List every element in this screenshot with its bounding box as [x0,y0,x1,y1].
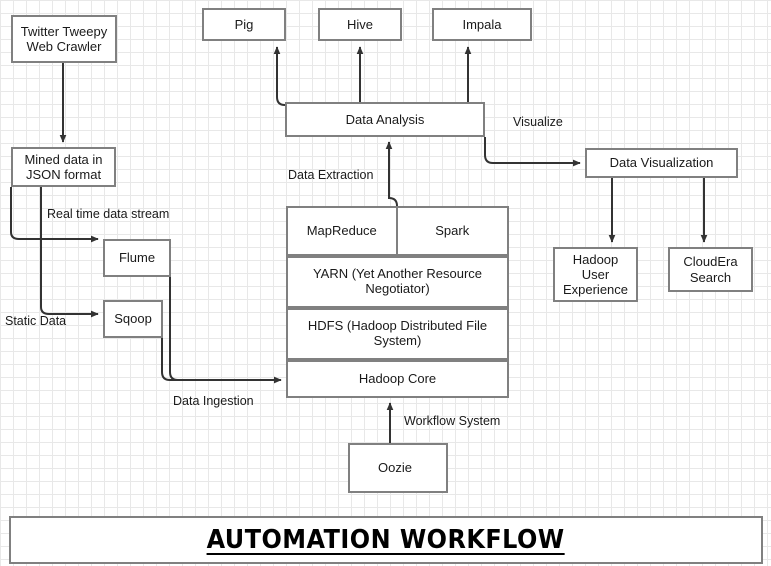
node-hdfs[interactable]: HDFS (Hadoop Distributed File System) [286,308,509,360]
node-label: Data Analysis [345,111,425,127]
node-label: Pig [234,16,254,32]
edge-label-real-time-data-stream: Real time data stream [47,207,170,221]
node-cloudera-search[interactable]: CloudEra Search [668,247,753,292]
edge-label-workflow-system: Workflow System [404,414,501,428]
node-label: YARN (Yet Another Resource Negotiator) [312,266,483,297]
node-hive[interactable]: Hive [318,8,402,41]
node-impala[interactable]: Impala [432,8,532,41]
node-label-line2: Web Crawler [26,39,102,54]
node-label-line2: JSON format [25,167,102,182]
node-label: Impala [462,16,502,32]
edge-label-data-ingestion: Data Ingestion [173,394,254,408]
node-label-line1: CloudEra [683,254,738,270]
node-spark[interactable]: Spark [398,208,508,254]
connector-dataanalysis-to-datavisualization [484,137,581,167]
node-label: Flume [118,250,156,266]
node-mapreduce[interactable]: MapReduce [288,208,398,254]
node-label: Oozie [378,460,412,476]
node-label: Data Visualization [609,155,714,171]
node-label-line1: Hadoop [572,251,619,267]
node-label: MapReduce [306,223,377,239]
connector-dataanalysis-to-pig [273,46,286,106]
edge-label-static-data: Static Data [5,314,67,328]
node-pig[interactable]: Pig [202,8,286,41]
node-hadoop-core[interactable]: Hadoop Core [286,360,509,398]
node-mined-data-json[interactable]: Mined data in JSON format [11,147,116,187]
node-label: Spark [435,223,470,239]
node-yarn[interactable]: YARN (Yet Another Resource Negotiator) [286,256,509,308]
node-label-line1: Mined data in [24,151,103,167]
automation-workflow-banner: Automation Workflow [9,516,763,564]
node-flume[interactable]: Flume [103,239,171,277]
node-data-analysis[interactable]: Data Analysis [285,102,485,137]
node-label-line3: Experience [562,282,629,298]
node-label-line2: Search [689,269,732,285]
node-twitter-tweepy-web-crawler[interactable]: Twitter Tweepy Web Crawler [11,15,117,63]
connector-processing-to-dataanalysis [385,141,398,207]
banner-title: Automation Workflow [206,525,566,555]
node-oozie[interactable]: Oozie [348,443,448,493]
node-data-visualization[interactable]: Data Visualization [585,148,738,178]
node-label: Hive [346,16,373,32]
node-processing-layer[interactable]: MapReduce Spark [286,206,509,256]
node-label: Hadoop Core [358,371,437,387]
node-sqoop[interactable]: Sqoop [103,300,163,338]
node-label-line1: Twitter Tweepy [20,23,108,39]
connector-flume-to-hadoopcore [169,239,282,384]
node-label-line2: User [581,266,610,282]
edge-label-data-extraction: Data Extraction [288,168,374,182]
edge-label-visualize: Visualize [513,115,563,129]
node-label: HDFS (Hadoop Distributed File System) [307,318,488,349]
node-hadoop-user-experience[interactable]: Hadoop User Experience [553,247,638,302]
connector-sqoop-to-ingestion [161,314,180,381]
node-label: Sqoop [114,311,152,327]
